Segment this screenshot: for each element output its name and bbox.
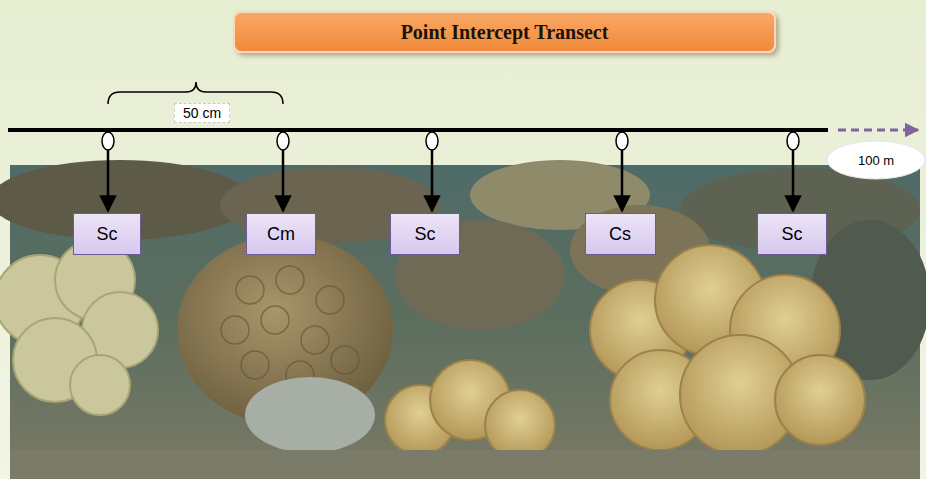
title-banner: Point Intercept Transect [233,11,776,53]
dimension-label: 50 cm [174,103,230,123]
node-label: Sc [414,224,435,245]
category-box: Cm [246,213,316,255]
point-markers [102,132,799,150]
interval-bracket [108,82,283,104]
category-box: Sc [73,213,141,255]
node-label: Cm [267,224,295,245]
point-leaders [108,150,793,211]
diagram-title: Point Intercept Transect [401,21,609,44]
category-box: Sc [390,213,460,255]
transect-line [8,128,828,132]
continuation-arrow [838,129,918,132]
reef-photo [0,160,926,479]
node-label: 100 m [858,153,894,168]
node-label: Cs [609,224,631,245]
distance-ellipse: 100 m [826,140,926,180]
category-box: Cs [585,213,656,255]
node-label: Sc [96,224,117,245]
category-box: Sc [757,213,827,255]
node-label: Sc [781,224,802,245]
